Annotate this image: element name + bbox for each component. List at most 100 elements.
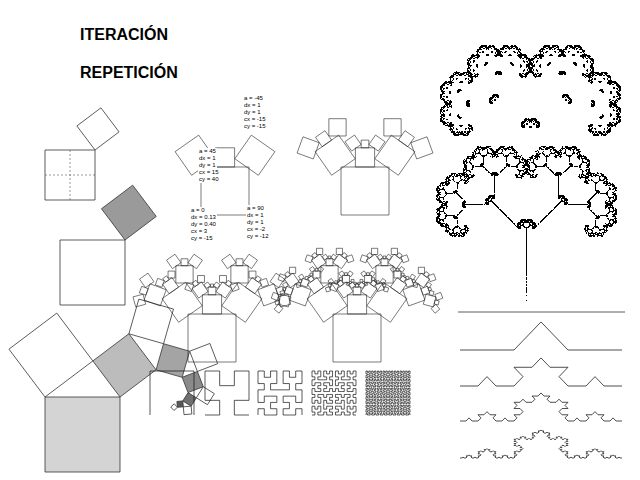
rectangle-shape [204,282,210,288]
rectangle-fractal [297,119,433,215]
rectangle-shape [255,276,261,282]
pythagoras-squares [9,108,218,472]
rectangle-shape [383,256,386,259]
rectangle-shape [374,280,377,283]
parameter-label: cx = -15 [243,116,267,123]
parameter-label: dx = 1 [198,155,217,162]
rectangle-shape [384,119,401,136]
rectangle-shape [163,278,179,294]
rectangle-shape [215,148,234,167]
rectangle-shape [369,271,375,277]
rectangle-shape [308,275,311,278]
square-shape [183,406,192,415]
title: ITERACIÓN REPETICIÓN [80,16,210,92]
rectangle-fractal [271,248,443,362]
rectangle-shape [307,282,347,322]
rectangle-shape [429,290,434,295]
rectangle-shape [411,137,433,159]
parameter-label: a = 45 [198,148,217,155]
rectangle-shape [359,282,365,288]
rectangle-shape [339,278,342,281]
rectangle-shape [331,254,337,260]
rectangle-shape [185,283,194,292]
parameter-label: cx = 15 [198,169,220,176]
rectangle-shape [220,275,227,282]
square-shape [156,344,190,378]
rectangle-shape [274,304,283,313]
rectangle-shape [400,276,406,282]
rectangle-shape [390,278,406,294]
rectangle-shape [167,254,181,268]
rectangle-shape [308,276,314,282]
rectangle-shape [231,266,248,283]
rectangle-shape [390,267,396,273]
rectangle-shape [181,259,188,266]
rectangle-shape [428,274,436,282]
rectangle-shape [356,283,357,284]
rectangle-shape [144,284,166,306]
rectangle-shape [342,253,348,259]
rectangle-shape [401,273,404,276]
rectangle-shape [176,266,193,283]
rectangle-shape [426,282,432,288]
rectangle-shape [391,248,397,254]
rectangle-shape [435,292,443,300]
rectangle-shape [367,282,407,322]
square-shape [190,343,218,371]
rectangle-shape [355,148,374,167]
rectangle-shape [360,279,363,282]
rectangle-shape [225,280,231,286]
rectangle-shape [333,254,347,268]
rectangle-shape [345,273,348,276]
rectangle-shape [328,284,332,288]
rectangle-shape [361,271,367,277]
rectangle-shape [337,280,343,286]
rectangle-shape [337,282,353,298]
rectangle-shape [278,294,291,307]
square-shape [45,397,120,472]
rectangle-shape [377,254,383,260]
rectangle-shape [367,273,370,276]
parameter-label: cy = -15 [243,123,267,130]
rectangle-shape [329,119,346,136]
rectangle-shape [381,259,388,266]
rectangle-shape [367,254,381,268]
guide-line [45,175,95,176]
rectangle-shape [315,268,318,271]
rectangle-shape [367,253,373,259]
rectangle-shape [155,278,164,287]
rectangle-shape [362,281,365,284]
rectangle-shape [316,248,322,254]
rectangle-shape [283,282,289,288]
square-shape [93,334,156,397]
square-shape [60,240,125,305]
rectangle-shape [312,253,318,259]
base-line [458,312,625,313]
rectangle-shape [328,256,331,259]
rectangle-shape [316,131,332,147]
rectangle-shape [275,300,280,305]
rectangle-shape [410,274,416,280]
rectangle-shape [243,254,257,268]
rectangle-shape [312,254,326,268]
rectangle-fractal [175,135,275,215]
rectangle-shape [398,131,414,147]
rectangle-shape [412,279,416,283]
rectangle-shape [308,278,324,294]
rectangle-shape [428,287,432,291]
rectangle-shape [415,273,429,287]
rectangle-shape [305,255,313,263]
square-shape [182,371,203,392]
fractal-tree [440,46,621,136]
square-shape [101,185,156,240]
rectangle-shape [388,254,402,268]
rectangle-shape [371,248,377,254]
rectangle-shape [297,137,319,159]
rectangle-shape [403,284,425,306]
rectangle-shape [353,287,361,295]
square-shape [9,313,93,397]
hilbert-curve [366,371,410,415]
rectangle-shape [163,276,169,282]
koch-curve [460,430,622,458]
rectangle-shape [339,271,345,277]
